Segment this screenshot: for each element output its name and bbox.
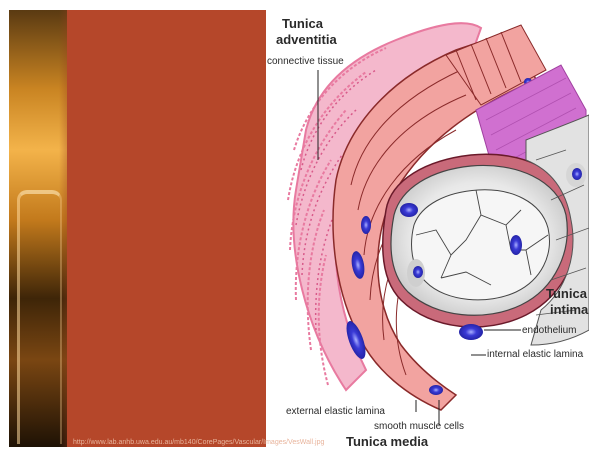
label-connective-tissue: connective tissue	[267, 56, 344, 68]
vessel-wall-diagram: Tunica adventitia connective tissue Tuni…	[266, 10, 589, 447]
label-internal-elastic-lamina: internal elastic lamina	[487, 349, 583, 361]
slide: http://www.lab.anhb.uwa.edu.au/mb140/Cor…	[9, 10, 589, 447]
glass-beaker	[17, 190, 62, 444]
label-tunica-adventitia-line1: Tunica	[282, 16, 323, 32]
image-credit[interactable]: http://www.lab.anhb.uwa.edu.au/mb140/Cor…	[73, 438, 263, 447]
label-tunica-media: Tunica media	[346, 434, 428, 447]
label-tunica-intima-line2: intima	[550, 302, 588, 318]
label-external-elastic-lamina: external elastic lamina	[286, 406, 385, 418]
intima-nucleus	[572, 168, 582, 180]
vessel-wall-illustration	[266, 10, 589, 447]
label-tunica-intima-line1: Tunica	[546, 286, 587, 302]
label-endothelium: endothelium	[522, 325, 576, 337]
label-smooth-muscle-cells: smooth muscle cells	[374, 421, 464, 433]
label-tunica-adventitia-line2: adventitia	[276, 32, 337, 48]
text-panel: http://www.lab.anhb.uwa.edu.au/mb140/Cor…	[67, 10, 266, 447]
